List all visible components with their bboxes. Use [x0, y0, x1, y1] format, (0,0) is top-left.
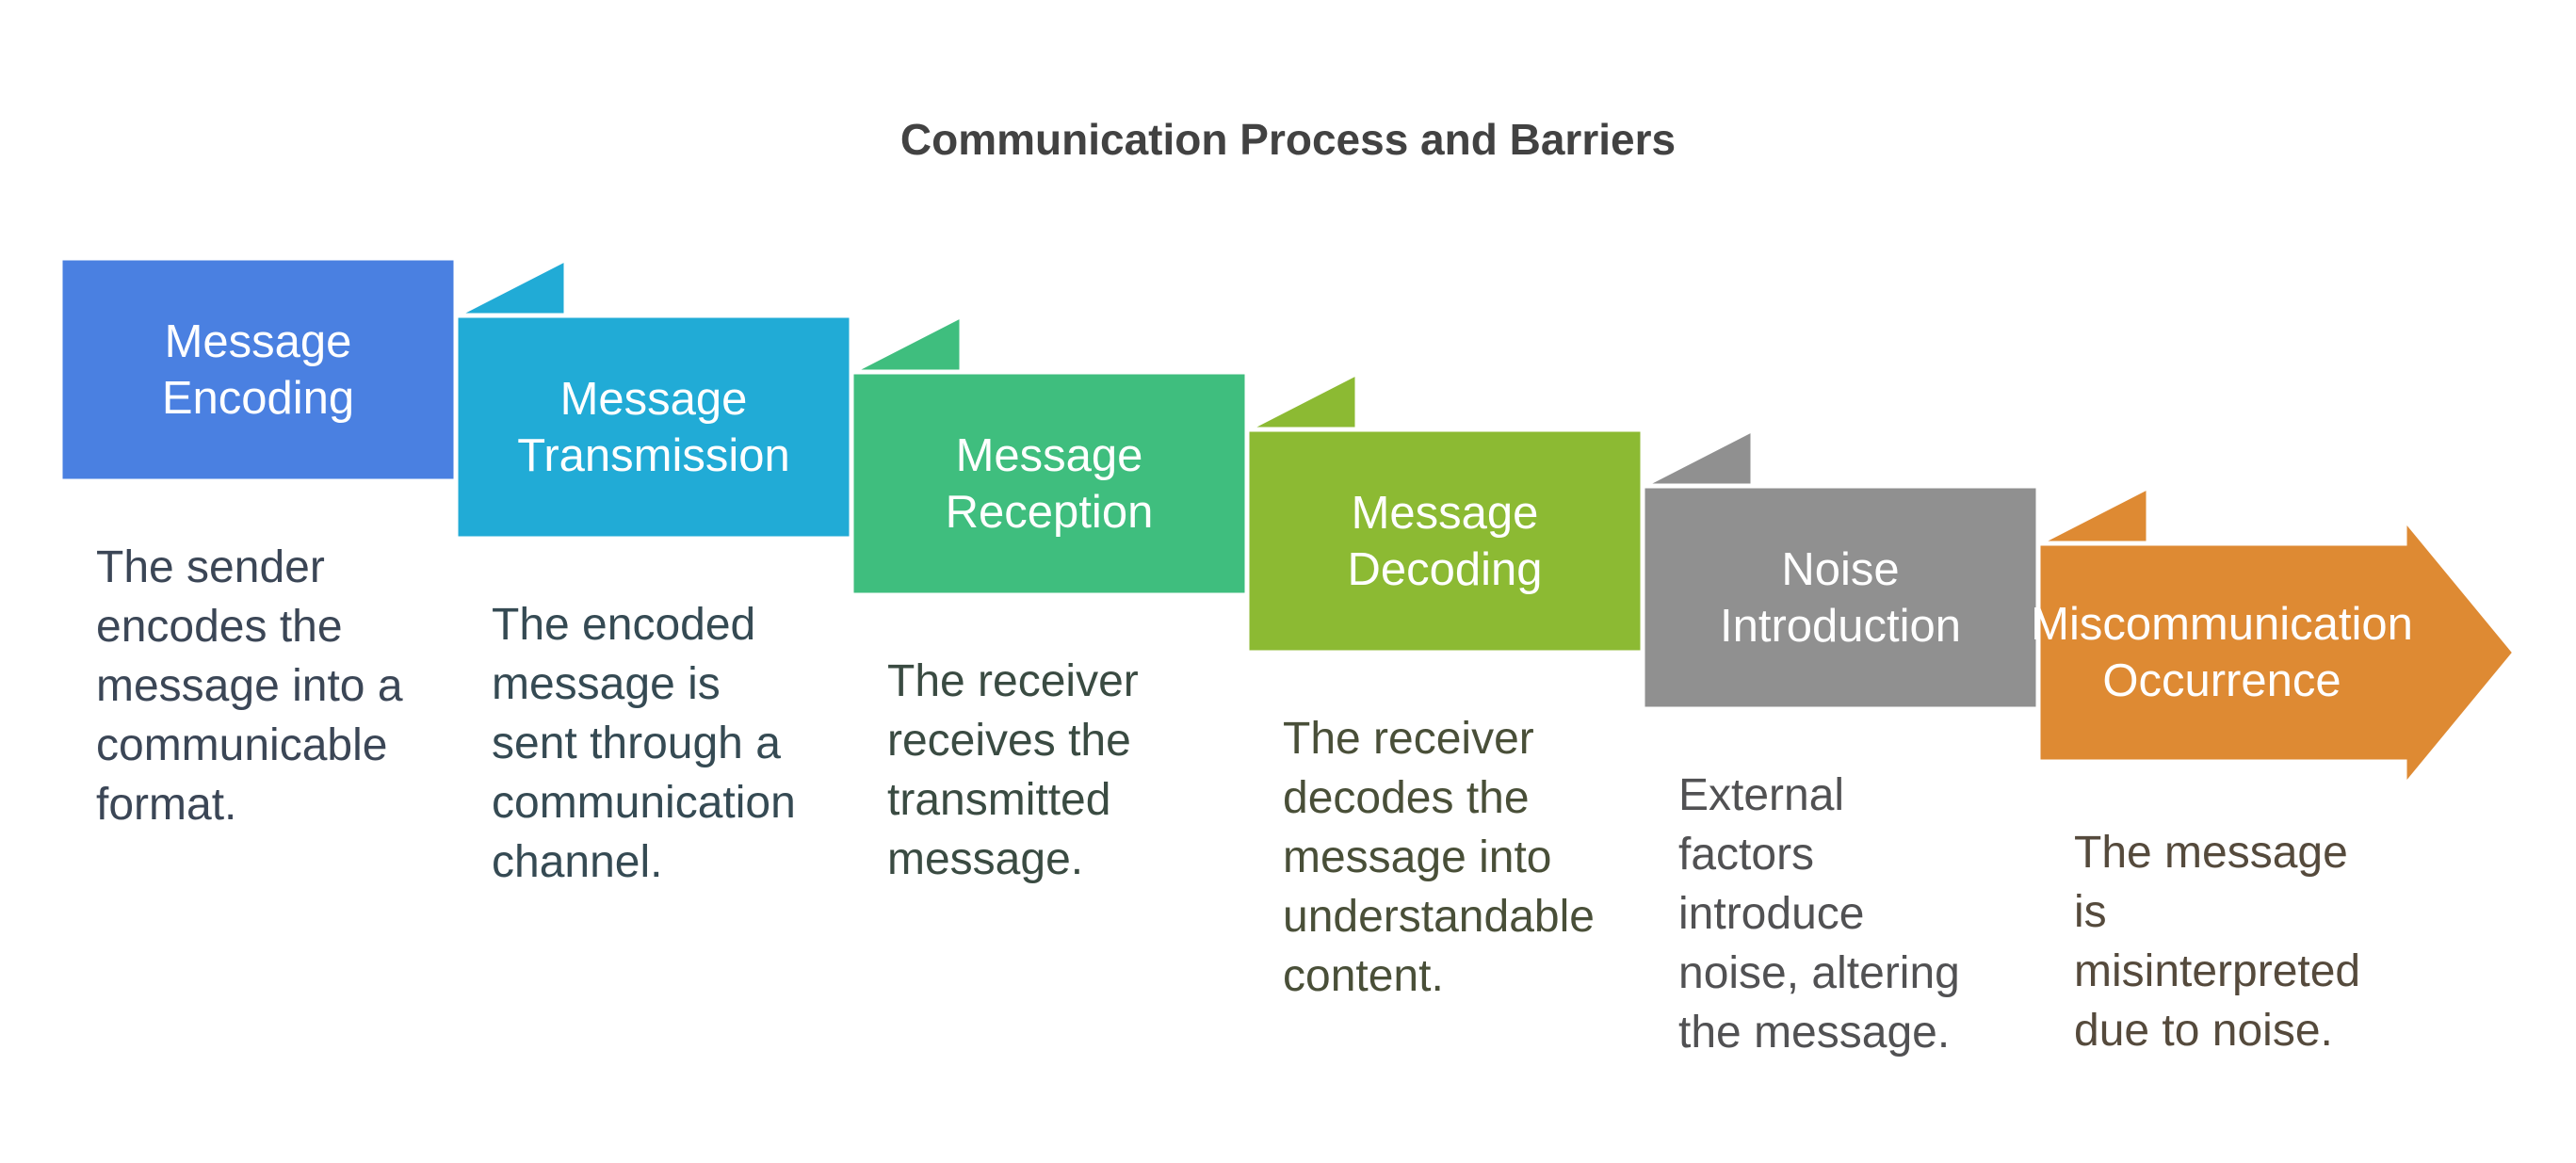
- step-4-box-shape: [1244, 427, 1645, 655]
- step-5-title: Noise Introduction: [1719, 543, 1962, 652]
- step-2-fold-shape: [454, 254, 569, 318]
- step-6-fold-shape: [2036, 482, 2151, 546]
- step-1-title: Message Encoding: [161, 315, 355, 424]
- step-1-box-shape: [57, 255, 459, 484]
- step-2-title: Message Transmission: [517, 373, 790, 481]
- step-4-fold-shape: [1245, 368, 1360, 432]
- step-3-description: The receiver receives the transmitted me…: [887, 656, 1139, 884]
- step-1-description: The sender encodes the message into a co…: [96, 542, 403, 830]
- step-2-box-shape: [453, 313, 854, 541]
- step-6-title: Miscommunication Occurrence: [2031, 599, 2413, 706]
- step-6-arrow-shape: [2035, 512, 2519, 793]
- step-3-box-shape: [849, 369, 1250, 598]
- step-4-description: The receiver decodes the message into un…: [1283, 714, 1595, 1001]
- step-5-description: External factors introduce noise, alteri…: [1678, 770, 1960, 1058]
- step-5-box-shape: [1640, 483, 2041, 712]
- step-4-title: Message Decoding: [1347, 487, 1543, 595]
- step-5-fold-shape: [1641, 425, 1756, 489]
- diagram-title: Communication Process and Barriers: [899, 115, 1677, 164]
- step-3-title: Message Reception: [945, 429, 1154, 538]
- step-6-description: The message is misinterpreted due to noi…: [2074, 828, 2361, 1056]
- step-2-description: The encoded message is sent through a co…: [492, 600, 796, 887]
- step-3-fold-shape: [850, 311, 964, 375]
